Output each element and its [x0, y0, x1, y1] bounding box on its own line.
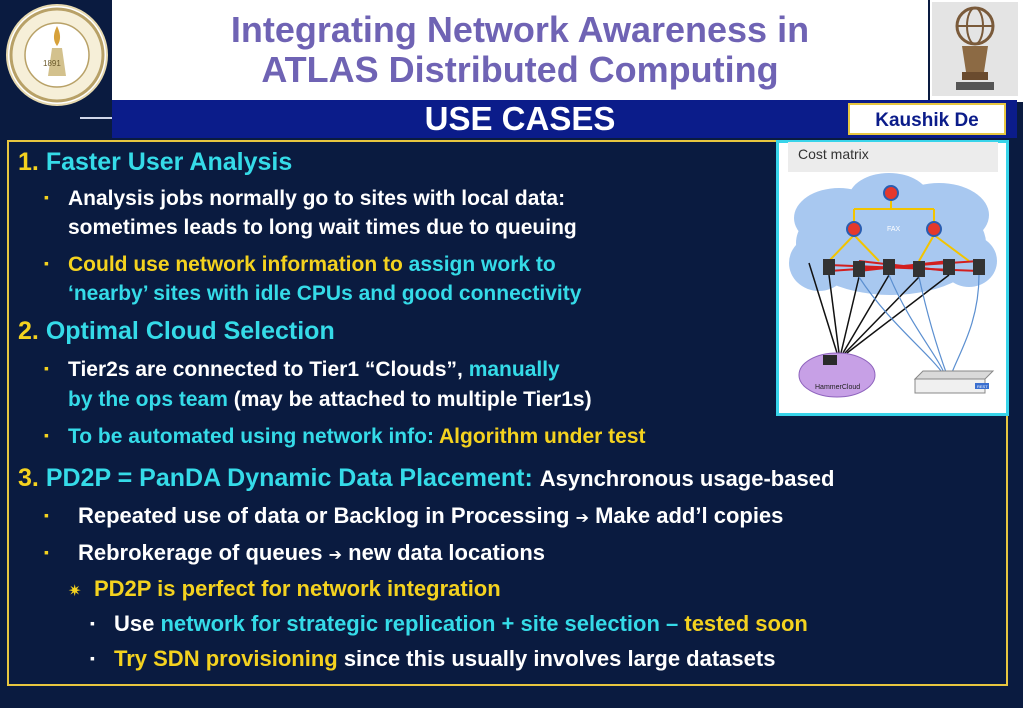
author-badge: Kaushik De	[848, 103, 1006, 135]
test-arrows	[808, 262, 950, 354]
bullet-text: (may be attached to multiple Tier1s)	[227, 388, 592, 411]
bullet-text: To be automated using network info:	[68, 425, 439, 448]
star-bullet-icon: ✷	[68, 583, 82, 600]
section-2-number: 2.	[18, 317, 39, 345]
section-3-heading: 3. PD2P = PanDA Dynamic Data Placement: …	[18, 464, 834, 493]
hammercloud-icon	[798, 352, 876, 398]
hammercloud-label: HammerCloud	[815, 384, 860, 391]
section-subtitle: USE CASES	[424, 100, 616, 137]
square-bullet-icon: ▪	[44, 507, 49, 523]
redirector-icons	[846, 185, 942, 237]
bullet-text-highlight: network for strategic replication + site…	[160, 611, 685, 636]
square-bullet-icon: ▪	[90, 650, 95, 666]
bullet-text: Could use network information to	[68, 253, 409, 276]
square-bullet-icon: ▪	[90, 615, 95, 631]
square-bullet-icon: ▪	[44, 544, 49, 560]
bullet-1-1-cont: sometimes leads to long wait times due t…	[68, 216, 577, 239]
report-arrows	[858, 274, 980, 376]
server-box-icon	[913, 370, 995, 394]
bullet-1-2-cont: ‘nearby’ sites with idle CPUs and good c…	[68, 282, 582, 305]
section-1-heading: 1. Faster User Analysis	[18, 148, 292, 177]
bullet-text: Analysis jobs normally go to sites with …	[68, 187, 566, 210]
section-1-title: Faster User Analysis	[45, 148, 293, 176]
sub-bullet-2: ▪ Try SDN provisioning since this usually…	[90, 646, 775, 672]
section-3-title: PD2P = PanDA Dynamic Data Placement:	[45, 464, 540, 492]
section-1-number: 1.	[18, 148, 39, 176]
square-bullet-icon: ▪	[44, 360, 49, 376]
diagram-title: Cost matrix	[788, 142, 998, 172]
bullet-text-highlight: assign work to	[408, 253, 556, 276]
slide-title: Integrating Network Awareness in ATLAS D…	[112, 10, 928, 90]
bullet-2-1: ▪ Tier2s are connected to Tier1 “Clouds”,…	[44, 358, 560, 382]
title-line-1: Integrating Network Awareness in	[230, 9, 810, 50]
bullet-text: Repeated use of data or Backlog in Proce…	[78, 503, 576, 528]
section-2-heading: 2. Optimal Cloud Selection	[18, 317, 335, 346]
square-bullet-icon: ▪	[44, 427, 49, 443]
bullet-text: new data locations	[348, 540, 545, 565]
caltech-seal-logo: 1891	[6, 4, 108, 106]
bullet-text-highlight: Algorithm under test	[439, 425, 646, 448]
bullet-2-2: ▪ To be automated using network info: Alg…	[44, 425, 646, 449]
bullet-text: Tier2s are connected to Tier1 “Clouds”,	[68, 358, 469, 381]
bullet-1-2: ▪ Could use network information to assign…	[44, 253, 556, 277]
bullet-text: since this usually involves large datase…	[337, 646, 776, 671]
cloud-label: FAX	[887, 226, 901, 233]
right-arrow-icon: ➔	[328, 547, 343, 564]
bullet-3-1: ▪ Repeated use of data or Backlog in Proc…	[44, 503, 783, 529]
sub-bullet-1: ▪ Use network for strategic replication +…	[90, 611, 808, 637]
bullet-text: Make add’l copies	[595, 503, 784, 528]
section-2-title: Optimal Cloud Selection	[45, 317, 335, 345]
seal-year: 1891	[43, 59, 61, 68]
section-3-number: 3.	[18, 464, 39, 492]
storage-site-icons	[823, 259, 985, 277]
bullet-text-highlight: manually	[468, 358, 560, 381]
bullet-1-1: ▪ Analysis jobs normally go to sites with…	[44, 187, 565, 211]
atlas-statue-image	[930, 0, 1023, 102]
section-3-title-rest: Asynchronous usage-based	[539, 466, 835, 491]
bullet-3-2: ▪ Rebrokerage of queues ➔ new data locati…	[44, 540, 545, 566]
bullet-text-highlight: Try SDN provisioning	[114, 646, 338, 671]
bullet-text-highlight: by the ops team	[68, 388, 228, 411]
right-arrow-icon: ➔	[575, 510, 589, 527]
bullet-2-1-cont: by the ops team (may be attached to mult…	[68, 388, 592, 412]
server-label: REST	[977, 384, 988, 389]
title-line-2: ATLAS Distributed Computing	[261, 49, 779, 90]
header-background	[112, 0, 928, 100]
bullet-text: Rebrokerage of queues	[78, 540, 329, 565]
star-point-text: PD2P is perfect for network integration	[94, 576, 501, 601]
bullet-text: Use	[114, 611, 161, 636]
square-bullet-icon: ▪	[44, 189, 49, 205]
subtitle-rule	[80, 117, 112, 119]
star-point: ✷ PD2P is perfect for network integration	[68, 576, 501, 602]
cost-matrix-diagram: FAX	[776, 140, 1009, 416]
square-bullet-icon: ▪	[44, 255, 49, 271]
bullet-text-highlight-2: tested soon	[684, 611, 808, 636]
